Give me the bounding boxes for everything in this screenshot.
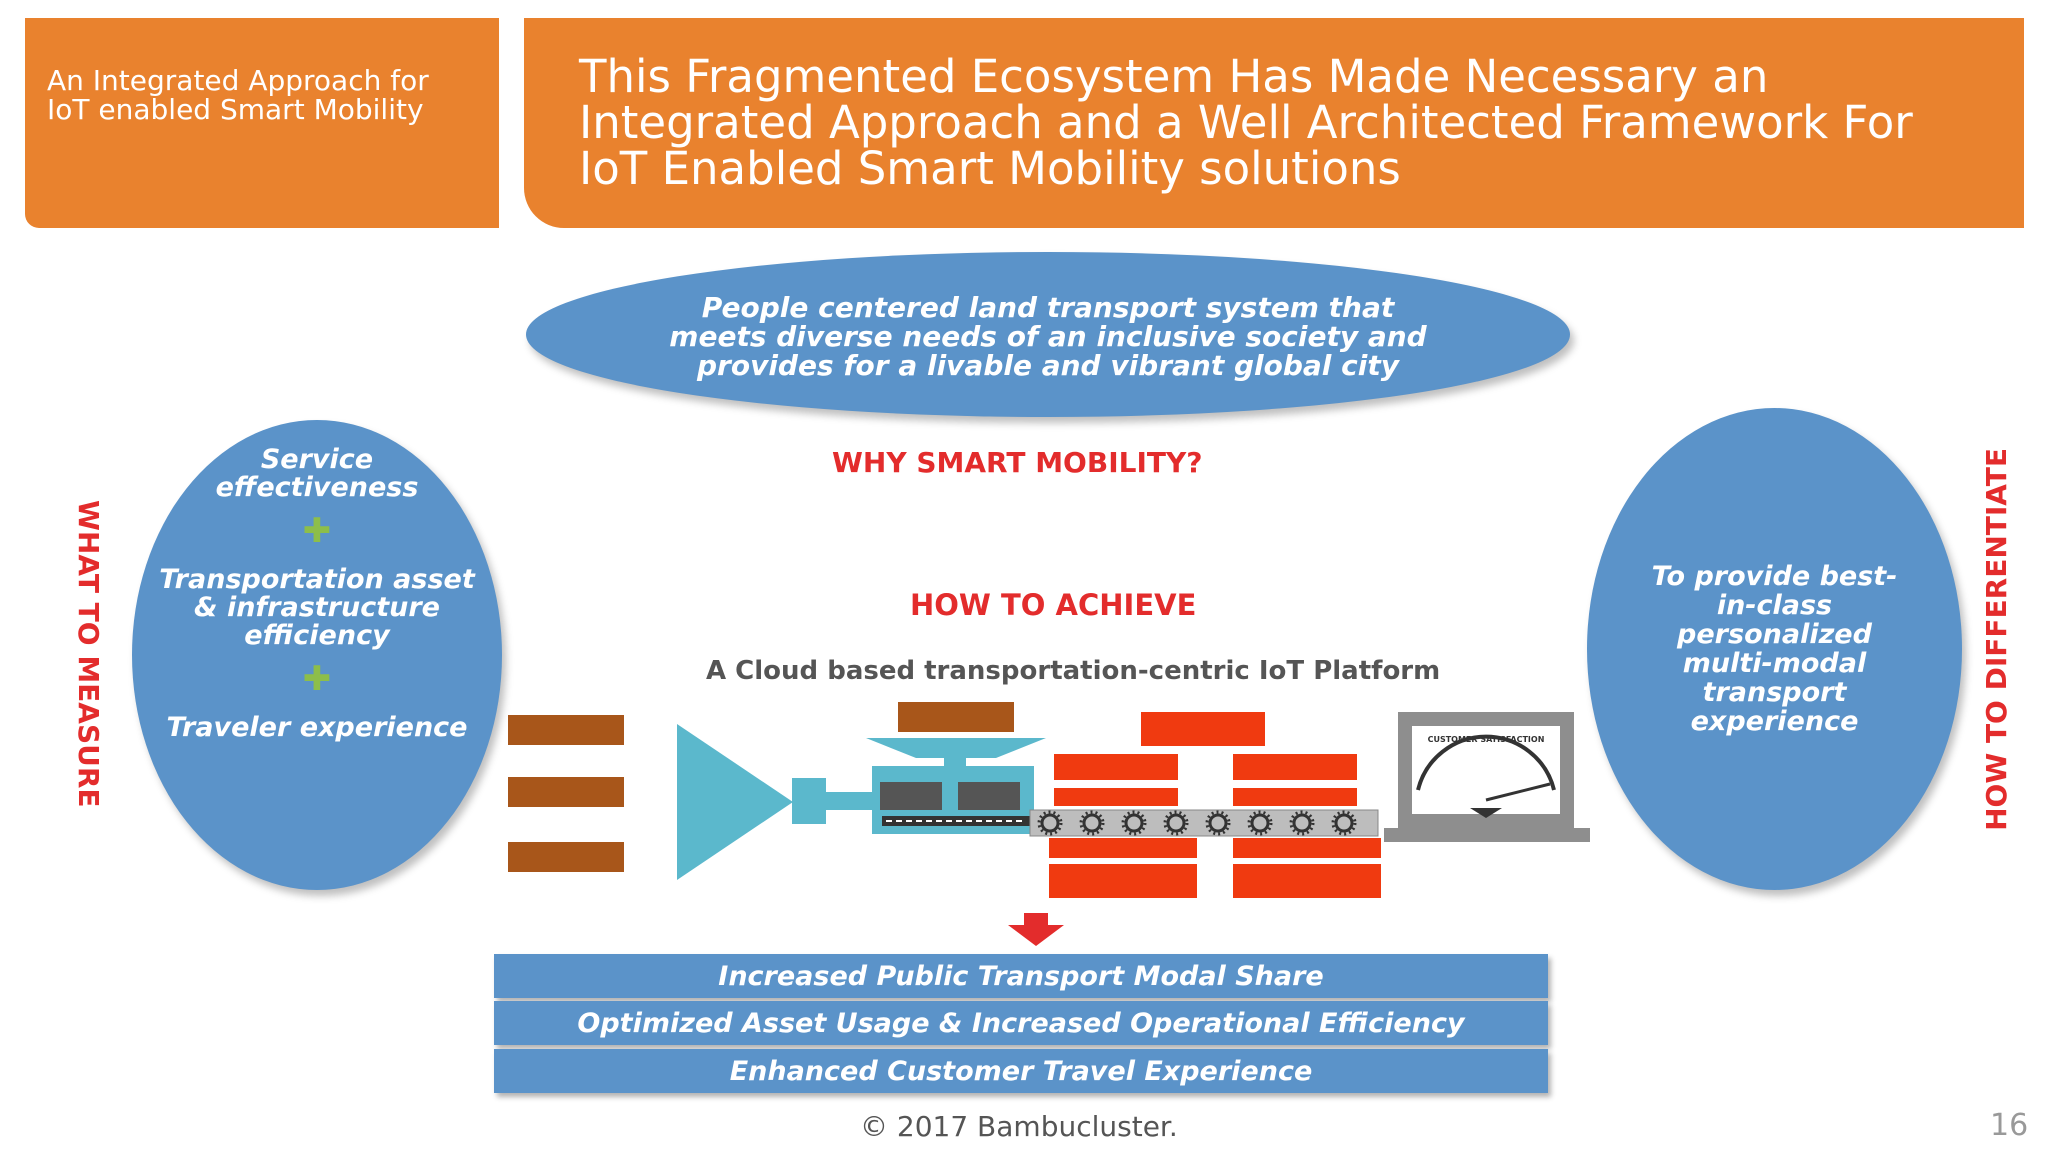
- machine-window: [958, 782, 1020, 810]
- section-title-box: An Integrated Approach for IoT enabled S…: [25, 18, 499, 228]
- output-block: [1233, 864, 1381, 898]
- input-block: [508, 842, 624, 872]
- conveyor-belt: [1029, 809, 1379, 837]
- machine-window: [880, 782, 942, 810]
- iot-platform-illustration: CUSTOMER SATISFACTION: [508, 702, 1590, 946]
- gauge-label: CUSTOMER SATISFACTION: [1428, 735, 1545, 744]
- page-number: 16: [1990, 1108, 2029, 1143]
- output-block: [1054, 754, 1178, 780]
- press-block: [898, 702, 1014, 732]
- output-block: [1233, 838, 1381, 858]
- outcome-bar: Enhanced Customer Travel Experience: [494, 1049, 1548, 1093]
- vision-ellipse: People centered land transport system th…: [526, 252, 1570, 417]
- output-block: [1141, 712, 1265, 746]
- conveyor-gears-icon: [1040, 813, 1354, 833]
- slide-title-box: This Fragmented Ecosystem Has Made Neces…: [524, 18, 2024, 228]
- measure-item-asset: Transportation asset & infrastructure ef…: [159, 564, 475, 651]
- plus-icon: ✚: [302, 659, 332, 699]
- output-block: [1233, 754, 1357, 780]
- output-block: [1049, 838, 1197, 858]
- what-to-measure-label: WHAT TO MEASURE: [72, 500, 105, 808]
- pipe: [824, 792, 874, 810]
- gauge-needle-icon: [1485, 782, 1551, 802]
- funnel-neck: [792, 778, 826, 824]
- copyright: © 2017 Bambucluster.: [860, 1110, 1178, 1143]
- output-block: [1049, 864, 1197, 898]
- differentiator-ellipse: To provide best- in-class personalized m…: [1587, 408, 1962, 890]
- measure-item-service: Service effectiveness: [215, 444, 419, 503]
- input-block: [508, 715, 624, 745]
- funnel-icon: [677, 724, 793, 880]
- vision-text: People centered land transport system th…: [669, 291, 1427, 382]
- gauge-arc-icon: [1416, 734, 1556, 791]
- how-to-achieve-label: HOW TO ACHIEVE: [910, 588, 1197, 622]
- input-block: [508, 777, 624, 807]
- output-block: [1233, 788, 1357, 806]
- platform-caption: A Cloud based transportation-centric IoT…: [706, 656, 1441, 686]
- plus-icon: ✚: [302, 511, 332, 551]
- output-block: [1054, 788, 1178, 806]
- measure-ellipse: Service effectiveness ✚ Transportation a…: [132, 420, 502, 890]
- differentiator-text: To provide best- in-class personalized m…: [1651, 561, 1898, 737]
- outcome-bar: Optimized Asset Usage & Increased Operat…: [494, 1001, 1548, 1045]
- why-smart-mobility-label: WHY SMART MOBILITY?: [832, 446, 1203, 479]
- outcome-bar: Increased Public Transport Modal Share: [494, 954, 1548, 998]
- measure-item-traveler: Traveler experience: [166, 712, 468, 743]
- laptop-base: [1384, 828, 1590, 842]
- down-arrow-icon: [1008, 913, 1064, 946]
- press-hopper: [866, 738, 1046, 758]
- how-to-differentiate-label: HOW TO DIFFERENTIATE: [1980, 448, 2013, 831]
